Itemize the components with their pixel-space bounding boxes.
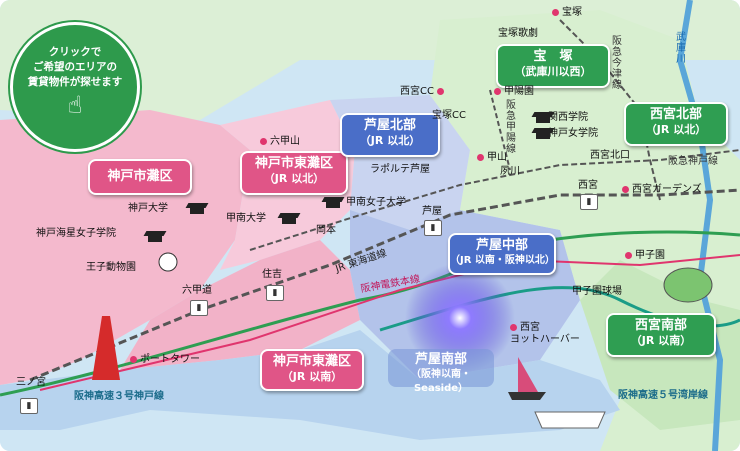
place-takarazuka-theater: 宝塚歌劇 bbox=[498, 28, 538, 39]
train-station-icon: ▮ bbox=[580, 194, 598, 210]
area-ashiya-south-button[interactable]: 芦屋南部 （阪神以南・Seaside） bbox=[388, 349, 494, 394]
area-subtitle: （JR 以南） bbox=[281, 370, 343, 383]
rail-label-hankyu-imazu: 阪急今津線 bbox=[612, 36, 622, 91]
place-sannomiya: 三ノ宮 bbox=[16, 377, 46, 388]
area-title: 神戸市灘区 bbox=[107, 169, 173, 184]
area-title: 芦屋南部 bbox=[414, 352, 467, 367]
place-dot-icon bbox=[436, 87, 444, 95]
area-subtitle: （JR 以北） bbox=[263, 172, 325, 185]
rail-label-hwy3: 阪神高速３号神戸線 bbox=[74, 391, 164, 402]
train-station-icon: ▮ bbox=[266, 285, 284, 301]
place-kobe-jogakuin: 神戸女学院 bbox=[548, 128, 598, 139]
area-subtitle: （JR 以北） bbox=[359, 134, 421, 147]
area-title: 西宮北部 bbox=[649, 107, 702, 122]
promo-line-1: クリックで bbox=[48, 46, 102, 58]
place-nishinomiya-gardens: 西宮ガーデンズ bbox=[622, 184, 702, 196]
place-nishinomiya-yacht: 西宮 ヨットハーバー bbox=[510, 322, 580, 345]
area-subtitle: （JR 以南） bbox=[630, 334, 692, 347]
train-station-icon: ▮ bbox=[20, 398, 38, 414]
place-kabutoyama: 甲山 bbox=[477, 152, 507, 164]
school-icon bbox=[190, 206, 204, 214]
area-title: 芦屋北部 bbox=[363, 118, 416, 133]
place-sumiyoshi: 住吉 bbox=[262, 269, 282, 280]
area-nishinomiya-north-button[interactable]: 西宮北部 （JR 以北） bbox=[624, 102, 728, 146]
place-dot-icon bbox=[130, 355, 137, 363]
place-takarazuka-cc: 宝塚CC bbox=[432, 110, 466, 121]
area-subtitle: （JR 以北） bbox=[645, 123, 707, 136]
promo-line-3: 賃貸物件が探せます bbox=[27, 76, 123, 88]
school-icon bbox=[282, 216, 296, 224]
area-takarazuka-button[interactable]: 宝 塚 （武庫川以西） bbox=[496, 44, 610, 88]
rail-label-mukogawa: 武庫川 bbox=[676, 32, 686, 65]
place-konan-univ: 甲南大学 bbox=[226, 213, 266, 224]
school-icon bbox=[536, 115, 550, 123]
place-dot-icon bbox=[494, 87, 501, 95]
school-icon bbox=[148, 234, 162, 242]
place-dot-icon bbox=[625, 251, 632, 259]
place-ashiya: 芦屋 bbox=[422, 206, 442, 217]
area-title: 神戸市東灘区 bbox=[254, 156, 333, 171]
place-kansai-gakuin: 関西学院 bbox=[548, 112, 588, 123]
place-dot-icon bbox=[552, 8, 559, 16]
area-subtitle: （阪神以南・Seaside） bbox=[411, 369, 471, 394]
place-kobe-univ: 神戸大学 bbox=[128, 203, 168, 214]
place-dot-icon bbox=[260, 137, 267, 145]
place-port-tower: ポートタワー bbox=[130, 354, 200, 366]
place-shukugawa: 夙川 bbox=[500, 166, 520, 177]
place-oji-zoo: 王子動物園 bbox=[86, 262, 136, 273]
place-dot-icon bbox=[510, 323, 517, 331]
place-kabutoen: 甲陽園 bbox=[494, 86, 534, 98]
place-nishinomiya-kitaguchi: 西宮北口 bbox=[590, 150, 630, 161]
place-takarazuka: 宝塚 bbox=[552, 7, 582, 19]
pointing-hand-icon: ☝ bbox=[67, 91, 83, 119]
area-ashiya-middle-button[interactable]: 芦屋中部 （JR 以南・阪神以北） bbox=[448, 233, 556, 275]
area-subtitle: （JR 以南・阪神以北） bbox=[450, 255, 555, 266]
place-kobe-kaisei: 神戸海星女子学院 bbox=[36, 228, 116, 239]
area-higashinada-south-button[interactable]: 神戸市東灘区 （JR 以南） bbox=[260, 349, 364, 391]
place-okamoto: 岡本 bbox=[316, 225, 336, 236]
place-nishinomiya-cc: 西宮CC bbox=[400, 86, 447, 98]
area-title: 西宮南部 bbox=[634, 318, 687, 333]
place-laporta-ashiya: ラポルテ芦屋 bbox=[370, 164, 430, 175]
school-icon bbox=[536, 131, 550, 139]
rail-label-hankyu-kobe: 阪急神戸線 bbox=[668, 156, 718, 167]
area-higashinada-north-button[interactable]: 神戸市東灘区 （JR 以北） bbox=[240, 151, 348, 195]
area-title: 宝 塚 bbox=[533, 49, 573, 64]
train-station-icon: ▮ bbox=[424, 220, 442, 236]
place-koshien: 甲子園 bbox=[625, 250, 665, 262]
area-title: 神戸市東灘区 bbox=[272, 354, 351, 369]
area-nishinomiya-south-button[interactable]: 西宮南部 （JR 以南） bbox=[606, 313, 716, 357]
school-icon bbox=[326, 200, 340, 208]
promo-line-2: ご希望のエリアの bbox=[33, 61, 117, 73]
rail-label-hankyu-koyo: 阪急甲陽線 bbox=[506, 100, 516, 155]
area-subtitle: （武庫川以西） bbox=[514, 65, 592, 78]
rail-label-hwy5: 阪神高速５号湾岸線 bbox=[618, 390, 708, 401]
area-kobe-nada-button[interactable]: 神戸市灘区 bbox=[88, 159, 192, 195]
train-station-icon: ▮ bbox=[190, 300, 208, 316]
place-konan-joshi: 甲南女子大学 bbox=[346, 197, 406, 208]
place-nishinomiya: 西宮 bbox=[578, 180, 598, 191]
place-rokkosan: 六甲山 bbox=[260, 136, 300, 148]
search-promo-button[interactable]: クリックで ご希望のエリアの 賃貸物件が探せます ☝ bbox=[10, 22, 140, 152]
place-rokkomichi: 六甲道 bbox=[182, 285, 212, 296]
area-ashiya-north-button[interactable]: 芦屋北部 （JR 以北） bbox=[340, 113, 440, 157]
area-title: 芦屋中部 bbox=[475, 238, 528, 253]
place-dot-icon bbox=[622, 185, 629, 193]
place-koshien-stadium: 甲子園球場 bbox=[572, 286, 622, 297]
place-dot-icon bbox=[477, 153, 484, 161]
